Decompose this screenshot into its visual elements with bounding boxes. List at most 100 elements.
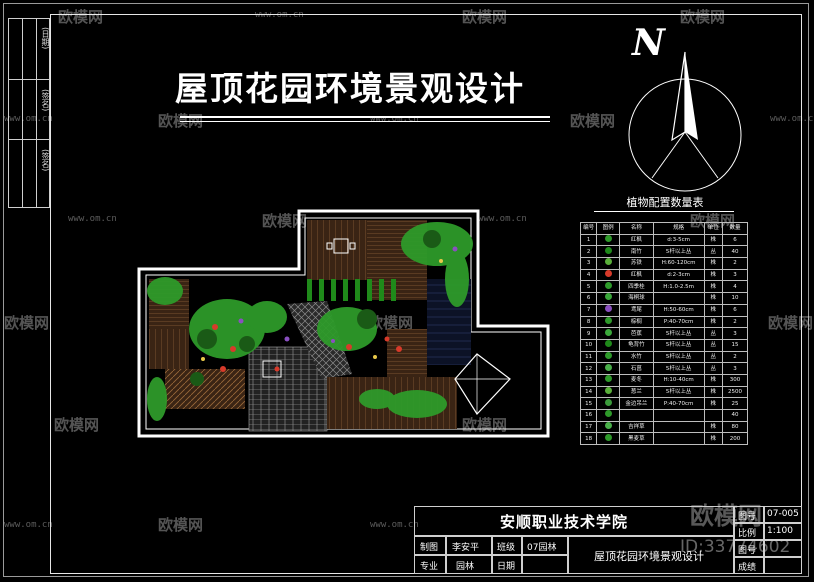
plant-table-cell: 2500 (722, 385, 748, 399)
cell (414, 536, 446, 555)
plant-table-header: 单位 (703, 222, 724, 235)
cell (492, 555, 522, 574)
cell (522, 555, 568, 574)
watermark-url: www.om.cn (68, 214, 117, 224)
plant-table-cell (619, 409, 654, 422)
plant-table-cell: 40 (722, 409, 748, 422)
plant-table-cell: 丛 (703, 327, 724, 340)
plant-table-cell: 10 (579, 338, 598, 352)
drawing-no-label: 图号 (738, 512, 757, 522)
plant-table-cell: H:60-120cm (652, 257, 705, 270)
grade-label: 成绩 (738, 563, 757, 573)
plant-table-cell: 5 (579, 280, 598, 294)
plant-table-cell: 300 (722, 373, 748, 387)
plant-table-cell: 吉祥草 (619, 420, 654, 434)
plant-table-cell: 1 (579, 233, 598, 247)
plant-table-cell (652, 420, 705, 434)
cell (734, 540, 764, 557)
side-col-2 (22, 19, 37, 207)
plant-table-cell: 5杆以上丛 (652, 385, 705, 399)
major-label: 专业 (420, 562, 439, 572)
plant-legend-icon (596, 409, 621, 422)
plant-table-header: 名称 (619, 222, 654, 235)
watermark-brand: 欧模网 (54, 416, 100, 434)
cell (446, 536, 492, 555)
plant-table-cell: 5杆以上丛 (652, 350, 705, 364)
scale-value: 1:100 (767, 526, 793, 536)
plant-table-cell: 15 (722, 338, 748, 352)
watermark-brand: 欧模网 (462, 8, 508, 26)
plant-table-cell: 株 (703, 397, 724, 410)
plant-table-cell: 红枫 (619, 268, 654, 282)
plant-table-cell: 黑麦草 (619, 432, 654, 446)
plant-table-cell: 15 (579, 397, 598, 410)
plant-table-cell: 株 (703, 373, 724, 387)
watermark-brand: 欧模网 (768, 314, 814, 332)
plant-table-cell: 11 (579, 350, 598, 364)
watermark-url: www.om.cn (478, 214, 527, 224)
side-label-block: (日期) (签名) (签名) (8, 18, 50, 208)
plant-table-header: 规格 (652, 222, 705, 235)
plant-table-header: 编号 (579, 222, 598, 235)
plant-table-cell: 3 (722, 327, 748, 340)
cell (734, 506, 764, 523)
plant-legend-icon (596, 268, 621, 282)
plant-table-cell: 18 (579, 432, 598, 446)
drawing-no-value: 07-005 (767, 509, 799, 519)
plant-table-title: 植物配置数量表 (626, 196, 704, 209)
watermark-url: www.om.cn (370, 114, 419, 124)
plant-table-cell: 12 (579, 362, 598, 375)
plant-table-cell: 株 (703, 420, 724, 434)
plant-table-cell: 14 (579, 385, 598, 399)
watermark-url: www.om.cn (4, 114, 53, 124)
plant-legend-icon (596, 245, 621, 259)
plant-table-cell: 葱兰 (619, 385, 654, 399)
watermark-brand: 欧模网 (58, 8, 104, 26)
drafter-label: 制图 (420, 543, 439, 553)
plant-table-cell: 麦冬 (619, 373, 654, 387)
plant-table-cell: 丛 (703, 362, 724, 375)
north-arrow-icon (628, 51, 742, 192)
plant-table-cell: 5杆以上丛 (652, 362, 705, 375)
plant-table-cell: P:40-70cm (652, 397, 705, 410)
plant-legend-icon (596, 303, 621, 317)
plant-table-cell: 丛 (703, 245, 724, 259)
plant-legend-icon (596, 280, 621, 294)
plant-table-cell: 棕榈 (619, 315, 654, 329)
plant-legend-icon (596, 292, 621, 305)
plant-table-cell: H:10-40cm (652, 373, 705, 387)
watermark-url: www.om.cn (770, 114, 814, 124)
plant-legend-icon (596, 397, 621, 410)
plant-table-cell: 8 (579, 315, 598, 329)
plant-table-cell: 四季桂 (619, 280, 654, 294)
plant-table-cell: 株 (703, 268, 724, 282)
cell (764, 557, 802, 574)
plant-table-cell: 株 (703, 257, 724, 270)
plant-table-cell: 株 (703, 303, 724, 317)
title-underline (180, 116, 550, 118)
cell (446, 555, 492, 574)
plant-table-cell: 株 (703, 385, 724, 399)
watermark-brand: 欧模网 (262, 212, 308, 230)
plant-table-header-row: 编号 图例 名称 规格 单位 数量 (579, 222, 748, 235)
side-label-date: (日期) (41, 27, 50, 50)
cell (764, 540, 802, 557)
drawing-name: 屋顶花园环境景观设计 (594, 550, 704, 563)
plant-table-cell: 鸢尾 (619, 303, 654, 317)
plant-table-cell: 丛 (703, 350, 724, 364)
plant-table-cell: 25 (722, 397, 748, 410)
plant-table-cell: 16 (579, 409, 598, 422)
plant-table-cell: 株 (703, 280, 724, 294)
plant-table-cell: 2 (722, 315, 748, 329)
plant-legend-icon (596, 385, 621, 399)
plant-table-cell: 2 (722, 350, 748, 364)
plant-table-cell: 6 (722, 233, 748, 247)
